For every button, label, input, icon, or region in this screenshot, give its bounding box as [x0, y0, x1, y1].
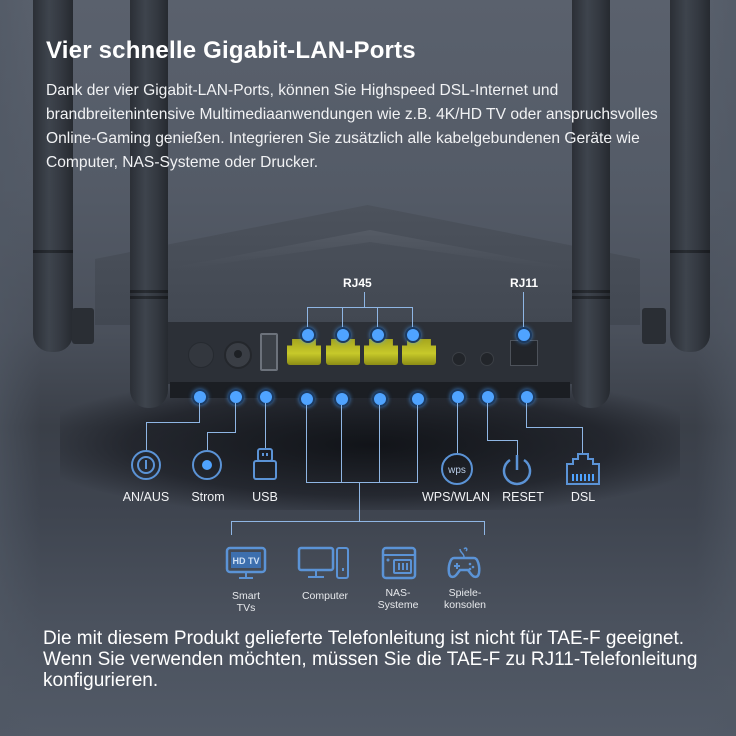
dsl-line-c — [582, 427, 583, 453]
power-marker — [192, 389, 208, 405]
device-label-smart-tvs: Smart TVs — [231, 590, 260, 614]
lan-4-lower-marker — [410, 391, 426, 407]
device-bracket-right — [484, 521, 485, 535]
wps-icon: wps — [440, 452, 474, 486]
rj45-callout-drop-4 — [412, 307, 413, 329]
reset-power-icon — [500, 452, 534, 486]
device-label-nas: NAS- Systeme — [377, 587, 419, 611]
ethernet-port-icon — [565, 452, 601, 486]
power-line-b — [146, 422, 200, 423]
dc-marker — [228, 389, 244, 405]
device-bracket-bar — [231, 521, 484, 522]
rj45-callout-drop-2 — [342, 307, 343, 329]
lan-port-3-marker — [370, 327, 386, 343]
lan-port-4-marker — [405, 327, 421, 343]
label-strom: Strom — [191, 490, 225, 504]
lan-port-2-marker — [335, 327, 351, 343]
antenna-hinge-right — [642, 308, 666, 344]
page-title: Vier schnelle Gigabit-LAN-Ports — [46, 37, 416, 64]
page-description: Dank der vier Gigabit-LAN-Ports, können … — [46, 82, 658, 171]
power-button-port — [188, 342, 214, 368]
usb-line — [265, 403, 266, 449]
power-jack-icon — [191, 449, 223, 481]
dc-power-jack — [224, 341, 252, 369]
svg-text:HD TV: HD TV — [233, 556, 260, 566]
dc-line-c — [207, 432, 208, 450]
lan-port-1 — [287, 339, 321, 365]
rj45-label: RJ45 — [343, 276, 372, 290]
lan-3-lower-marker — [372, 391, 388, 407]
label-reset: RESET — [502, 490, 544, 504]
svg-text:wps: wps — [447, 465, 466, 476]
rj11-port — [510, 340, 538, 366]
reset-line-b — [487, 440, 518, 441]
wps-button-port — [452, 352, 466, 366]
usb-port — [260, 333, 278, 371]
usb-icon — [251, 447, 279, 481]
device-label-gaming: Spiele- konsolen — [443, 587, 487, 611]
dsl-line-a — [526, 403, 527, 428]
rj45-callout-bar — [307, 307, 412, 308]
label-an-aus: AN/AUS — [122, 490, 170, 504]
antenna-hinge-left — [72, 308, 94, 344]
rj11-callout-stem — [523, 292, 524, 329]
footer-note: Die mit diesem Produkt gelieferte Telefo… — [43, 628, 698, 691]
antenna-left-inner — [130, 0, 168, 408]
power-line-a — [199, 403, 200, 423]
antenna-left-outer — [33, 0, 73, 352]
lan-1-lower-marker — [299, 391, 315, 407]
gamepad-icon — [446, 545, 482, 581]
rj45-callout-drop-1 — [307, 307, 308, 329]
lan-line-2 — [341, 405, 342, 483]
lan-line-3 — [379, 405, 380, 483]
dsl-marker — [519, 389, 535, 405]
lan-2-lower-marker — [334, 391, 350, 407]
lan-line-4 — [417, 405, 418, 483]
dc-line-b — [207, 432, 236, 433]
rj45-callout-stem — [364, 292, 365, 308]
rj45-callout-drop-3 — [377, 307, 378, 329]
label-usb: USB — [252, 490, 278, 504]
antenna-right-outer — [670, 0, 710, 352]
device-bracket-left — [231, 521, 232, 535]
lan-port-3 — [364, 339, 398, 365]
lan-port-2 — [326, 339, 360, 365]
lan-line-stem — [359, 482, 360, 522]
label-wps-wlan: WPS/WLAN — [421, 490, 491, 504]
reset-line-a — [487, 403, 488, 441]
label-dsl: DSL — [570, 490, 596, 504]
reset-marker — [480, 389, 496, 405]
device-label-computer: Computer — [301, 590, 349, 602]
lan-port-4 — [402, 339, 436, 365]
reset-button-port — [480, 352, 494, 366]
dc-line-a — [235, 403, 236, 433]
reset-line-c — [517, 440, 518, 458]
wps-marker — [450, 389, 466, 405]
lan-line-1 — [306, 405, 307, 483]
lan-line-bar — [306, 482, 418, 483]
power-button-icon — [130, 449, 162, 481]
usb-marker — [258, 389, 274, 405]
tv-icon: HD TV — [225, 546, 267, 580]
power-line-c — [146, 422, 147, 452]
dsl-line-b — [526, 427, 583, 428]
lan-port-1-marker — [300, 327, 316, 343]
computer-icon — [297, 546, 351, 580]
rj11-label: RJ11 — [510, 276, 539, 290]
rj11-port-marker — [516, 327, 532, 343]
antenna-right-inner — [572, 0, 610, 408]
wps-line — [457, 403, 458, 453]
nas-icon — [381, 546, 417, 580]
